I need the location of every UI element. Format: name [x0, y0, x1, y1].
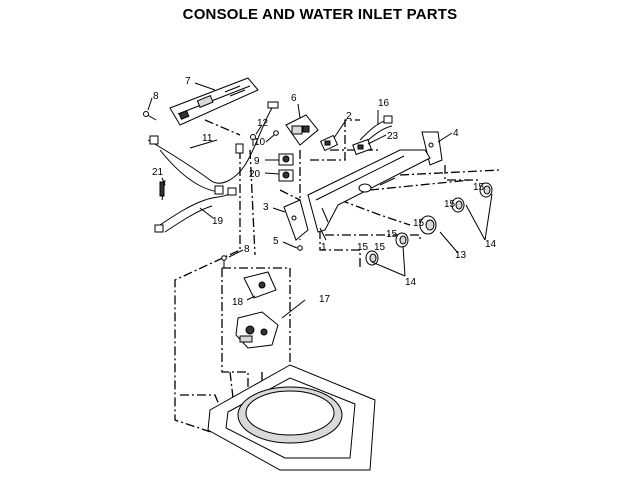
callout-8-top: 8 — [153, 91, 159, 102]
part-5-screw[interactable] — [297, 245, 303, 251]
part-23-switch[interactable] — [352, 138, 372, 156]
callout-14-right: 14 — [485, 239, 497, 250]
part-12-screw[interactable] — [250, 134, 256, 147]
part-11-wire-harness[interactable] — [147, 101, 279, 195]
callout-17: 17 — [319, 294, 331, 305]
callout-12: 12 — [257, 118, 269, 129]
part-15-knob-2[interactable] — [395, 232, 409, 248]
part-17-water-inlet-assembly[interactable] — [235, 311, 279, 349]
leader-lines — [147, 82, 493, 319]
part-9-rotary-switch[interactable] — [278, 153, 294, 166]
callout-3: 3 — [263, 202, 269, 213]
callout-13: 13 — [455, 250, 467, 261]
callout-2: 2 — [346, 111, 352, 122]
part-20-rotary-switch[interactable] — [278, 169, 294, 182]
part-15-knob-1[interactable] — [365, 250, 379, 266]
part-8-screw[interactable] — [143, 111, 157, 121]
part-13-knob[interactable] — [419, 215, 437, 235]
part-15-knob-3[interactable] — [451, 197, 465, 213]
callout-7: 7 — [185, 76, 191, 87]
callout-21: 21 — [152, 167, 164, 178]
callout-23: 23 — [387, 131, 399, 142]
diagram-title: CONSOLE AND WATER INLET PARTS — [182, 6, 458, 23]
callout-4: 4 — [453, 128, 459, 139]
callout-labels: 7 8 6 16 2 12 4 11 23 10 9 20 21 3 19 5 … — [152, 76, 497, 308]
callout-10: 10 — [254, 137, 266, 148]
callout-14-left: 14 — [405, 277, 417, 288]
part-15-knob-4[interactable] — [479, 182, 493, 198]
callout-19: 19 — [212, 216, 224, 227]
callout-11: 11 — [202, 133, 213, 144]
part-2-switch[interactable] — [319, 134, 339, 152]
callout-1: 1 — [321, 242, 327, 253]
part-19-wire-harness[interactable] — [154, 187, 237, 233]
callout-5: 5 — [273, 236, 279, 247]
callout-18: 18 — [232, 297, 244, 308]
part-10-screw[interactable] — [273, 130, 279, 136]
part-18-valve[interactable] — [243, 271, 277, 299]
part-1-console-panel[interactable] — [307, 149, 431, 233]
callout-15-b: 15 — [386, 229, 398, 240]
washer-top-base — [207, 364, 376, 471]
callout-15-c: 15 — [413, 218, 425, 229]
callout-15-a: 15 — [357, 242, 369, 253]
part-3-bracket[interactable] — [283, 199, 309, 241]
callout-6: 6 — [291, 93, 297, 104]
callout-16: 16 — [378, 98, 390, 109]
callout-9: 9 — [254, 156, 260, 167]
part-7-electronic-board[interactable] — [169, 77, 259, 126]
callout-15-d: 15 — [444, 199, 456, 210]
part-8-screw-lower[interactable] — [221, 255, 227, 268]
callout-15-e: 15 — [473, 182, 485, 193]
callout-15-f: 15 — [374, 242, 386, 253]
callout-8-lower: 8 — [244, 244, 250, 255]
part-6-control-module[interactable] — [285, 114, 319, 146]
callout-20: 20 — [249, 169, 261, 180]
